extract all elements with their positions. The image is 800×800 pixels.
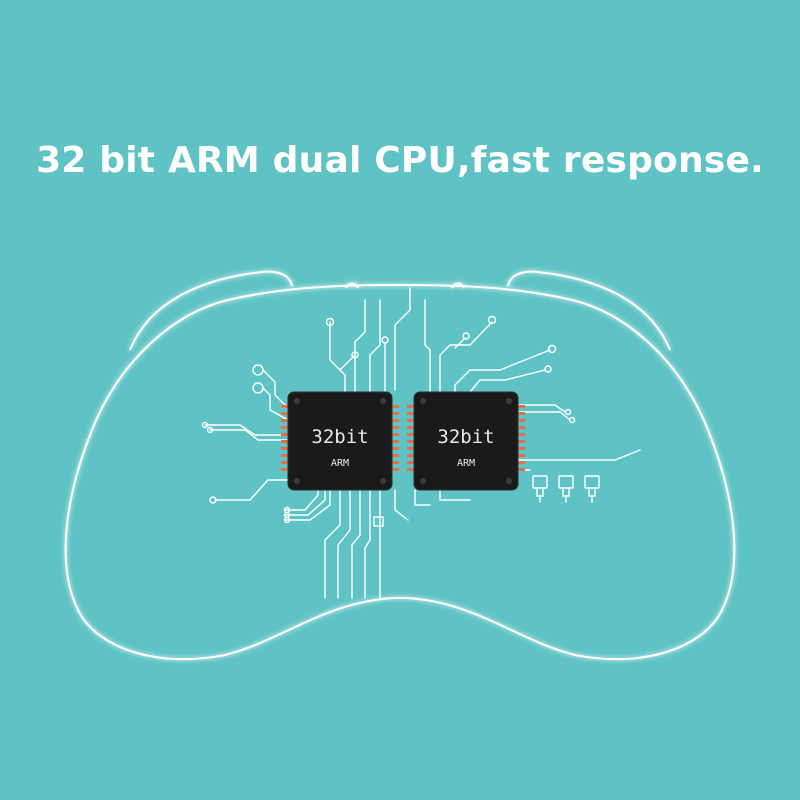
chip-2-main-label: 32bit — [437, 426, 494, 448]
chip-1-sub-label: ARM — [331, 458, 349, 469]
chip-2-sub-label: ARM — [457, 458, 475, 469]
headline: 32 bit ARM dual CPU,fast response. — [36, 140, 764, 181]
chip-2-pins — [407, 405, 525, 471]
circuit-traces — [201, 287, 641, 599]
chip-1-main-label: 32bit — [311, 426, 368, 448]
chip-1-pins — [281, 405, 399, 471]
cpu-chip-2: 32bit ARM — [407, 391, 525, 491]
cpu-chip-1: 32bit ARM — [281, 391, 399, 491]
connector-array — [532, 475, 600, 503]
gamepad-outline — [64, 270, 736, 661]
